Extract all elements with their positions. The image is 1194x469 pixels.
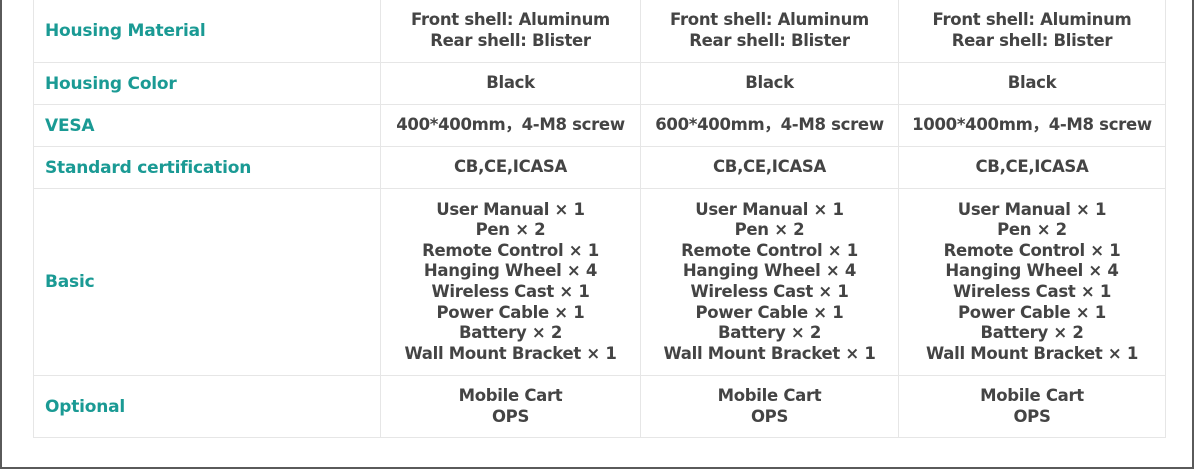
value-cell: Front shell: Aluminum Rear shell: Bliste… — [380, 0, 641, 63]
row-label: VESA — [33, 104, 381, 147]
value-line: OPS — [1013, 406, 1051, 426]
table-row-vesa: VESA 400*400mm，4-M8 screw 600*400mm，4-M8… — [33, 104, 1166, 147]
value-line: Power Cable × 1 — [436, 302, 585, 322]
value-line: User Manual × 1 — [695, 199, 844, 219]
value-line: 400*400mm，4-M8 screw — [396, 115, 625, 135]
value-line: Wall Mount Bracket × 1 — [663, 343, 876, 363]
table-row-standard-certification: Standard certification CB,CE,ICASA CB,CE… — [33, 146, 1166, 189]
table-row-housing-material: Housing Material Front shell: Aluminum R… — [33, 0, 1166, 63]
value-cell: Black — [898, 62, 1166, 105]
value-line: Pen × 2 — [475, 220, 546, 240]
table-row-basic: Basic User Manual × 1 Pen × 2 Remote Con… — [33, 188, 1166, 376]
value-line: OPS — [750, 406, 789, 426]
value-line: Black — [486, 73, 535, 93]
value-line: Hanging Wheel × 4 — [423, 261, 598, 281]
value-line: CB,CE,ICASA — [713, 157, 826, 177]
value-cell: Black — [640, 62, 899, 105]
row-label: Optional — [33, 375, 381, 438]
row-label: Housing Material — [33, 0, 381, 63]
value-cell: Mobile Cart OPS — [640, 375, 899, 438]
value-line: User Manual × 1 — [436, 199, 585, 219]
value-line: Hanging Wheel × 4 — [682, 261, 857, 281]
row-label: Housing Color — [33, 62, 381, 105]
value-line: Remote Control × 1 — [422, 240, 599, 260]
value-line: Battery × 2 — [717, 323, 822, 343]
value-line: Wireless Cast × 1 — [952, 282, 1112, 301]
value-line: Rear shell: Blister — [430, 31, 591, 50]
value-line: Mobile Cart — [980, 385, 1084, 405]
value-line: Hanging Wheel × 4 — [945, 261, 1119, 281]
value-cell: User Manual × 1 Pen × 2 Remote Control ×… — [380, 188, 641, 376]
spec-table: Housing Material Front shell: Aluminum R… — [33, 0, 1166, 438]
value-cell: Black — [380, 62, 641, 105]
value-line: Remote Control × 1 — [681, 240, 858, 260]
value-line: Power Cable × 1 — [958, 302, 1106, 322]
value-cell: 1000*400mm，4-M8 screw — [898, 104, 1166, 147]
value-line: Battery × 2 — [458, 323, 563, 343]
value-line: CB,CE,ICASA — [975, 157, 1089, 177]
value-line: Rear shell: Blister — [689, 31, 850, 50]
value-line: Wireless Cast × 1 — [690, 282, 849, 301]
value-line: Power Cable × 1 — [695, 302, 844, 322]
value-line: Wall Mount Bracket × 1 — [925, 343, 1139, 363]
value-line: 600*400mm，4-M8 screw — [655, 115, 884, 135]
value-line: Pen × 2 — [997, 220, 1067, 240]
value-line: CB,CE,ICASA — [454, 157, 567, 177]
value-cell: 600*400mm，4-M8 screw — [640, 104, 899, 147]
value-line: Black — [1007, 73, 1057, 93]
value-line: Battery × 2 — [980, 323, 1084, 343]
table-row-housing-color: Housing Color Black Black Black — [33, 62, 1166, 105]
value-line: 1000*400mm，4-M8 screw — [912, 115, 1152, 135]
row-label: Basic — [33, 188, 381, 376]
value-line: Black — [745, 73, 794, 93]
value-line: Mobile Cart — [458, 385, 563, 405]
value-line: Pen × 2 — [734, 220, 805, 240]
value-cell: CB,CE,ICASA — [380, 146, 641, 189]
row-label: Standard certification — [33, 146, 381, 189]
value-line: Front shell: Aluminum — [932, 10, 1132, 30]
value-line: Rear shell: Blister — [951, 31, 1113, 50]
table-row-optional: Optional Mobile Cart OPS Mobile Cart OPS… — [33, 375, 1166, 438]
value-cell: Mobile Cart OPS — [380, 375, 641, 438]
value-line: Wall Mount Bracket × 1 — [404, 343, 617, 363]
value-cell: 400*400mm，4-M8 screw — [380, 104, 641, 147]
value-cell: CB,CE,ICASA — [640, 146, 899, 189]
value-cell: User Manual × 1 Pen × 2 Remote Control ×… — [640, 188, 899, 376]
value-line: User Manual × 1 — [957, 199, 1107, 219]
value-line: OPS — [491, 406, 530, 426]
value-cell: User Manual × 1 Pen × 2 Remote Control ×… — [898, 188, 1166, 376]
value-line: Mobile Cart — [717, 385, 822, 405]
value-cell: Front shell: Aluminum Rear shell: Bliste… — [898, 0, 1166, 63]
value-cell: Mobile Cart OPS — [898, 375, 1166, 438]
value-line: Front shell: Aluminum — [670, 10, 869, 30]
value-line: Front shell: Aluminum — [411, 10, 610, 30]
value-line: Remote Control × 1 — [943, 240, 1121, 260]
value-line: Wireless Cast × 1 — [431, 282, 590, 301]
value-cell: Front shell: Aluminum Rear shell: Bliste… — [640, 0, 899, 63]
value-cell: CB,CE,ICASA — [898, 146, 1166, 189]
